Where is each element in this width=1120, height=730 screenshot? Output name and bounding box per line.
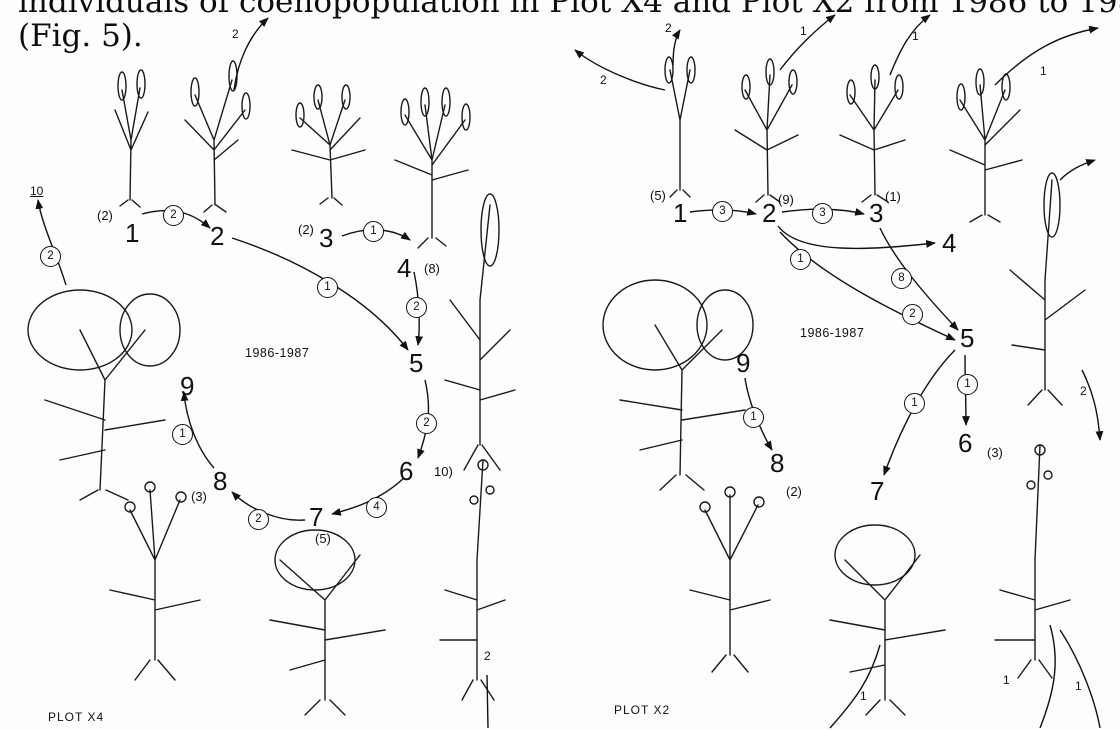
- outflow-arrow: [780, 15, 835, 70]
- stage-number: 6: [958, 430, 972, 456]
- count-label: (5): [315, 532, 331, 545]
- stage-number: 7: [870, 478, 884, 504]
- stage-number: 7: [309, 504, 323, 530]
- stage-number: 2: [762, 200, 776, 226]
- stage-number: 5: [409, 350, 423, 376]
- year-range-label: 1986-1987: [245, 347, 309, 360]
- outflow-arrow: [1060, 160, 1095, 180]
- transition-circle: 2: [248, 509, 269, 530]
- outflow-label: 2: [232, 28, 239, 40]
- stage-number: 1: [673, 200, 687, 226]
- transition-circle: 1: [743, 407, 764, 428]
- count-label: (2): [298, 223, 314, 236]
- transition-circle: 1: [790, 249, 811, 270]
- plot-label: PLOT X2: [614, 704, 670, 716]
- stage-number: 3: [319, 225, 333, 251]
- outflow-label: 1: [860, 690, 867, 702]
- outflow-arrow: [890, 15, 930, 75]
- outflow-label: 2: [600, 74, 607, 86]
- transition-circle: 4: [366, 497, 387, 518]
- stage-number: 4: [397, 255, 411, 281]
- outflow-label: 1: [912, 30, 919, 42]
- outflow-label: 2: [1080, 385, 1087, 397]
- count-label: (5): [650, 189, 666, 202]
- outflow-arrow: [673, 30, 680, 65]
- transition-circle: 2: [163, 205, 184, 226]
- outflow-arrow: [38, 200, 66, 285]
- outflow-label: 1: [800, 25, 807, 37]
- stage-number: 1: [125, 220, 139, 246]
- outflow-arrow: [487, 675, 488, 728]
- transition-circle: 1: [172, 424, 193, 445]
- count-label: (3): [987, 446, 1003, 459]
- transition-arrow: [778, 226, 935, 248]
- stage-number: 8: [770, 450, 784, 476]
- outflow-label: 1: [1003, 674, 1010, 686]
- count-label: (3): [191, 490, 207, 503]
- transition-circle: 1: [363, 221, 384, 242]
- transition-circle: 3: [812, 203, 833, 224]
- stage-number: 5: [960, 325, 974, 351]
- outflow-label: 10: [30, 185, 43, 197]
- count-label: (2): [786, 485, 802, 498]
- transition-circle: 8: [891, 268, 912, 289]
- transition-circle: 1: [904, 393, 925, 414]
- transition-circle: 1: [957, 374, 978, 395]
- outflow-arrow: [234, 18, 268, 90]
- outflow-label: 1: [1075, 680, 1082, 692]
- outflow-arrow: [1040, 625, 1055, 728]
- stage-number: 9: [180, 373, 194, 399]
- transition-circle: 2: [40, 246, 61, 267]
- stage-number: 3: [869, 200, 883, 226]
- outflow-label: 1: [1040, 65, 1047, 77]
- stage-number: 6: [399, 458, 413, 484]
- count-label: 10): [434, 465, 453, 478]
- transition-circle: 3: [712, 201, 733, 222]
- transition-circle: 2: [406, 297, 427, 318]
- plot-label: PLOT X4: [48, 711, 104, 723]
- stage-number: 4: [942, 230, 956, 256]
- year-range-label: 1986-1987: [800, 327, 864, 340]
- count-label: (8): [424, 262, 440, 275]
- count-label: (1): [885, 190, 901, 203]
- count-label: (2): [97, 209, 113, 222]
- outflow-arrow: [575, 50, 665, 90]
- outflow-label: 2: [484, 650, 491, 662]
- stage-number: 9: [736, 350, 750, 376]
- stage-number: 2: [210, 223, 224, 249]
- transition-circle: 1: [317, 277, 338, 298]
- stage-number: 8: [213, 468, 227, 494]
- transition-circle: 2: [902, 304, 923, 325]
- outflow-label: 2: [665, 22, 672, 34]
- outflow-arrow: [830, 645, 880, 728]
- count-label: (9): [778, 193, 794, 206]
- outflow-arrow: [1082, 370, 1100, 440]
- transition-circle: 2: [416, 413, 437, 434]
